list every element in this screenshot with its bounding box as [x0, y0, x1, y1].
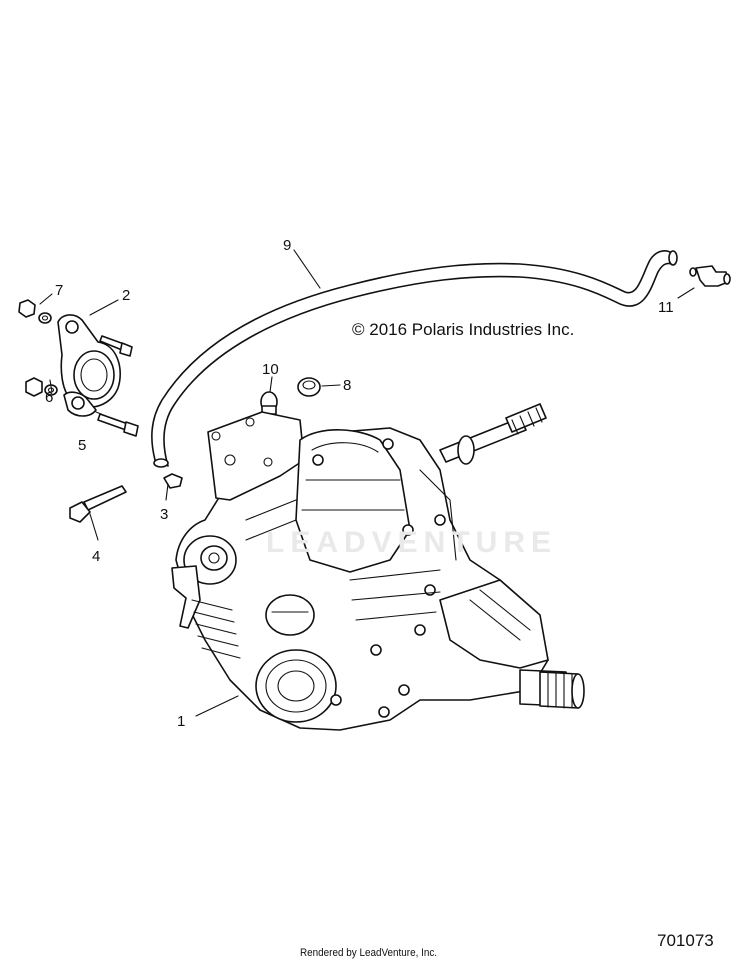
leader-lines	[39, 249, 695, 717]
callout-7: 7	[55, 282, 63, 299]
bolt-4	[69, 485, 127, 523]
nut-washer-6	[25, 377, 58, 397]
callout-5: 5	[78, 437, 86, 454]
transmission-assembly	[171, 403, 585, 731]
callout-9: 9	[283, 237, 291, 254]
callout-1: 1	[177, 713, 185, 730]
elbow-fitting	[689, 265, 731, 287]
callout-11: 11	[658, 299, 674, 316]
callout-labels: 1 2 3 4 5 6 7 8 9 10 11	[45, 237, 674, 730]
plug-8	[297, 377, 321, 397]
callout-2: 2	[122, 287, 130, 304]
nut-washer-7	[18, 299, 52, 324]
bolt-5	[97, 413, 139, 437]
clip-3	[163, 473, 183, 489]
callout-10: 10	[262, 361, 279, 378]
vent-hose	[151, 250, 678, 468]
watermark: LEADVENTURE	[266, 526, 558, 559]
sensor-cover	[57, 314, 133, 417]
callout-3: 3	[160, 506, 168, 523]
footer-credit: Rendered by LeadVenture, Inc.	[300, 947, 438, 959]
diagram-number: 701073	[657, 931, 714, 950]
callout-4: 4	[92, 548, 100, 565]
callout-8: 8	[343, 377, 351, 394]
callout-6: 6	[45, 389, 53, 406]
hose-clamp-10	[260, 391, 278, 415]
copyright-notice: © 2016 Polaris Industries Inc.	[352, 320, 575, 339]
